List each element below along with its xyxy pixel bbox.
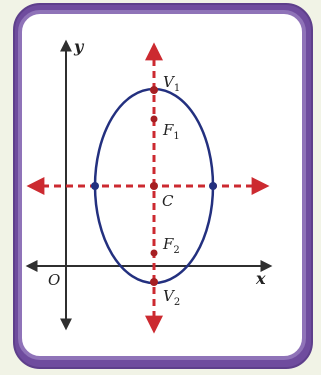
origin-label: O — [48, 271, 60, 289]
vertex-bottom-point — [150, 278, 158, 286]
co-vertex-right-point — [209, 182, 217, 190]
center-label: C — [162, 192, 174, 210]
y-axis-label: y — [73, 37, 85, 56]
x-axis-label: x — [255, 269, 266, 288]
vertex-bottom-label: V2 — [163, 287, 180, 308]
focus-top-label: F1 — [162, 121, 180, 142]
vertex-top-label: V1 — [163, 73, 180, 94]
focus-bottom-label: F2 — [162, 235, 180, 256]
focus-bottom-point — [150, 249, 158, 257]
center-point — [150, 182, 158, 190]
vertex-top-point — [150, 86, 158, 94]
focus-top-point — [150, 115, 158, 123]
diagram-panel — [24, 24, 292, 344]
co-vertex-left-point — [91, 182, 99, 190]
